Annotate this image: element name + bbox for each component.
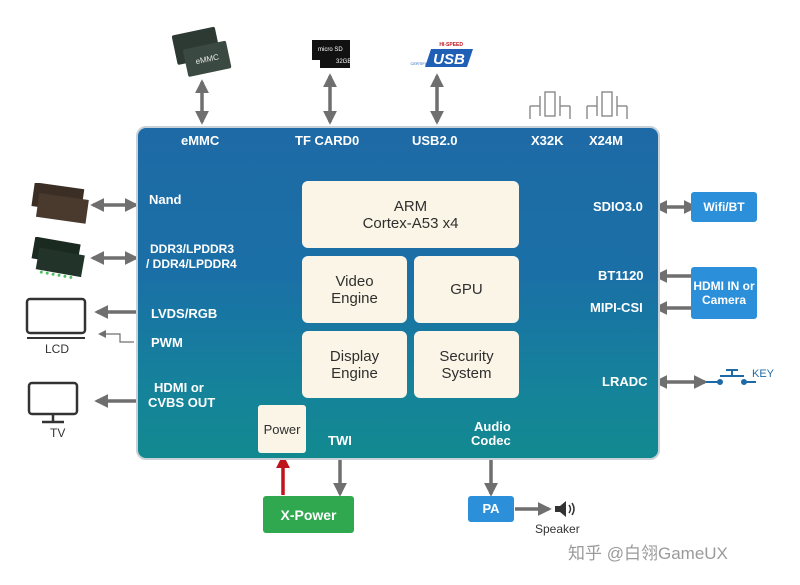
gpu-label: GPU (450, 281, 483, 298)
key-label: KEY (752, 368, 775, 380)
display-engine-block: Display Engine (302, 331, 407, 398)
label-mipi-csi: MIPI-CSI (590, 300, 643, 315)
arm-cortex-block: ARM Cortex-A53 x4 (302, 181, 519, 248)
label-x32k: X32K (531, 133, 564, 148)
x-power-label: X-Power (280, 506, 337, 523)
label-x24m: X24M (589, 133, 623, 148)
label-codec: Codec (471, 433, 511, 448)
crystal-x24m-icon (586, 91, 628, 119)
crystal-x32k-icon (529, 91, 571, 119)
nand-chip-icon (31, 183, 89, 224)
key-button-icon: KEY (706, 368, 775, 385)
video-line2: Engine (331, 289, 378, 307)
label-tf-card0: TF CARD0 (295, 133, 360, 148)
arm-line2: Cortex-A53 x4 (362, 214, 459, 232)
label-speaker: Speaker (535, 522, 580, 536)
label-ddr-line1: DDR3/LPDDR3 (150, 242, 235, 256)
hdmi-in-camera-tag: HDMI IN or Camera (691, 267, 757, 319)
x-power-tag: X-Power (263, 496, 354, 533)
security-line1: Security (439, 347, 494, 365)
display-line2: Engine (331, 364, 378, 382)
hdmi-in-line1: HDMI IN or (693, 279, 755, 293)
video-engine-block: Video Engine (302, 256, 407, 323)
label-nand: Nand (149, 192, 182, 207)
usb-logo-certified: CERTIFIED (410, 61, 431, 66)
label-lradc: LRADC (602, 374, 648, 389)
display-line1: Display (329, 347, 380, 365)
wifi-bt-tag: Wifi/BT (691, 192, 757, 222)
label-hdmi-or: HDMI or (154, 380, 204, 395)
tv-icon (27, 381, 79, 424)
label-tv: TV (50, 426, 66, 440)
power-label: Power (263, 421, 301, 437)
pwm-line (104, 333, 134, 343)
pa-tag: PA (468, 496, 514, 522)
sd-card-size: 32GB (336, 59, 351, 65)
arm-line1: ARM (393, 197, 428, 215)
label-lcd: LCD (45, 342, 70, 356)
pwm-arrowhead (98, 330, 106, 338)
label-sdio3: SDIO3.0 (593, 199, 643, 214)
video-line1: Video (335, 272, 374, 290)
security-line2: System (441, 364, 492, 382)
hdmi-in-line2: Camera (701, 293, 747, 307)
watermark: 知乎 @白翎GameUX (568, 544, 728, 563)
sd-card-text: micro SD (318, 47, 343, 53)
sd-card-icon: micro SD 32GB (312, 40, 351, 68)
label-twi: TWI (328, 433, 352, 448)
label-cvbs-out: CVBS OUT (148, 395, 216, 410)
label-pwm: PWM (151, 335, 183, 350)
label-lvds-rgb: LVDS/RGB (151, 306, 218, 321)
label-audio: Audio (474, 419, 511, 434)
wifi-bt-label: Wifi/BT (703, 200, 745, 214)
lcd-monitor-icon (25, 297, 87, 339)
speaker-icon (555, 501, 575, 517)
usb-logo-small: HI-SPEED (439, 42, 463, 48)
label-bt1120: BT1120 (598, 268, 644, 283)
pa-label: PA (482, 501, 500, 516)
emmc-chip-icon: eMMC (171, 26, 232, 77)
label-emmc: eMMC (181, 133, 220, 148)
power-block: Power (258, 405, 306, 453)
gpu-block: GPU (414, 256, 519, 323)
usb-logo-icon: HI-SPEED USB CERTIFIED (410, 42, 473, 68)
security-system-block: Security System (414, 331, 519, 398)
usb-logo-text: USB (433, 51, 465, 68)
ddr-chip-icon (31, 237, 85, 279)
label-usb2: USB2.0 (412, 133, 458, 148)
label-ddr-line2: / DDR4/LPDDR4 (146, 257, 237, 271)
